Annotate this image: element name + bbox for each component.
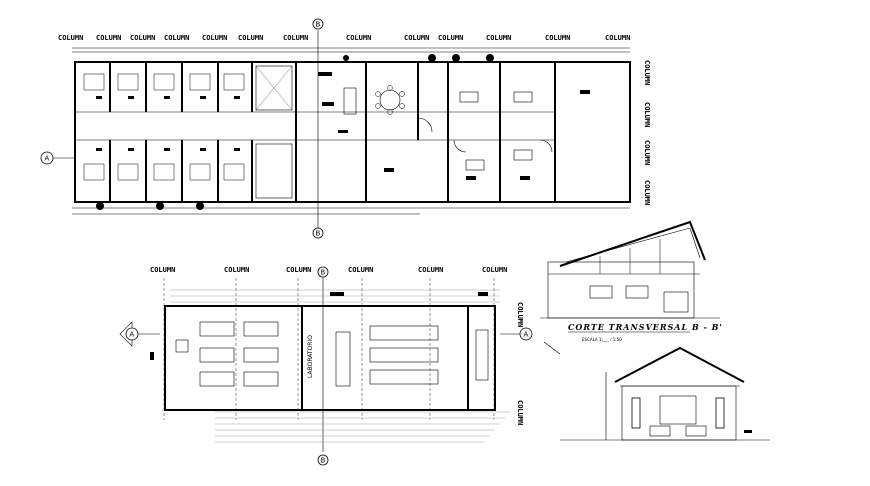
column-tag: COLUMN	[643, 102, 651, 127]
column-tag: COLUMN	[238, 34, 263, 42]
axis-b-label: B	[321, 457, 326, 465]
axis-a-marker-top: A	[40, 151, 75, 165]
column-tag: COLUMN	[516, 302, 524, 327]
classroom-label: LABORATORIO	[307, 335, 314, 378]
meeting-table	[375, 85, 405, 115]
column-tag: COLUMN	[438, 34, 463, 42]
column-tag: COLUMN	[130, 34, 155, 42]
section-truss	[599, 239, 661, 274]
axis-b-marker-bottom: B B	[317, 266, 329, 466]
axis-a-marker-bottom: A A	[119, 321, 533, 347]
section-scale: ESCALA 1:___ / 1:50	[582, 337, 622, 342]
column-tag: COLUMN	[150, 266, 175, 274]
top-column-tags: COLUMN COLUMN COLUMN COLUMN COLUMN COLUM…	[58, 34, 630, 42]
column-tag: COLUMN	[482, 266, 507, 274]
column-tag: COLUMN	[96, 34, 121, 42]
column-tag: COLUMN	[643, 60, 651, 85]
top-floor-plan: COLUMN COLUMN COLUMN COLUMN COLUMN COLUM…	[40, 18, 651, 239]
column-tag: COLUMN	[486, 34, 511, 42]
axis-a-label: A	[130, 331, 135, 339]
column-tag: COLUMN	[404, 34, 429, 42]
axis-b-label: B	[321, 269, 326, 277]
section-title: CORTE TRANSVERSAL B - B'	[568, 322, 723, 332]
column-tag: COLUMN	[643, 180, 651, 205]
axis-b-label: B	[316, 230, 321, 238]
column-tag: COLUMN	[605, 34, 630, 42]
axis-b-marker-top: B B	[312, 18, 324, 239]
terrace-pattern	[170, 289, 510, 443]
column-tag: COLUMN	[224, 266, 249, 274]
column-tag: COLUMN	[346, 34, 371, 42]
axis-b-label: B	[316, 21, 321, 29]
bottom-floor-plan: COLUMN COLUMN COLUMN COLUMN COLUMN COLUM…	[119, 266, 533, 466]
column-tag: COLUMN	[286, 266, 311, 274]
lab-tables	[335, 325, 489, 387]
section-arrow	[543, 341, 561, 355]
axis-a-label: A	[524, 331, 529, 339]
cross-section-2	[560, 346, 770, 441]
column-tag: COLUMN	[283, 34, 308, 42]
column-tag: COLUMN	[202, 34, 227, 42]
column-tag: COLUMN	[348, 266, 373, 274]
column-tag: COLUMN	[516, 400, 524, 425]
cross-section-b: CORTE TRANSVERSAL B - B' ESCALA 1:___ / …	[540, 220, 723, 342]
vegetation	[96, 54, 494, 210]
dorm-cells	[83, 62, 297, 202]
column-tag: COLUMN	[545, 34, 570, 42]
axis-a-label: A	[45, 155, 50, 163]
column-tag: COLUMN	[418, 266, 443, 274]
column-tag: COLUMN	[164, 34, 189, 42]
column-tag: COLUMN	[643, 140, 651, 165]
bottom-column-tags: COLUMN COLUMN COLUMN COLUMN COLUMN COLUM…	[150, 266, 507, 274]
column-tag: COLUMN	[58, 34, 83, 42]
left-room-desks	[175, 321, 279, 387]
